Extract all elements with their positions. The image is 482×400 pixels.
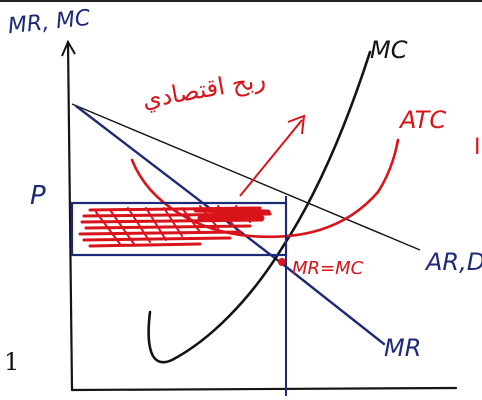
- edge-mark-right: I: [474, 135, 481, 160]
- mc-curve: [147, 50, 372, 364]
- profit-hatching: [78, 205, 272, 248]
- mr-eq-mc-label: MR=MC: [292, 258, 364, 279]
- edge-mark-left: 1: [4, 348, 19, 376]
- y-axis-arrowhead: [61, 39, 76, 57]
- mc-label: MC: [370, 36, 408, 64]
- ar-d-label: AR,D: [424, 248, 482, 276]
- mr-label: MR: [384, 334, 421, 362]
- atc-label: ATC: [398, 106, 446, 134]
- arabic-note-label: ربح اقتصادي: [140, 65, 267, 114]
- profit-arrowhead: [287, 114, 306, 135]
- y-axis-label: MR, MC: [7, 6, 92, 40]
- y-axis: [66, 40, 74, 392]
- demand-ar-curve: [71, 103, 421, 251]
- x-axis: [70, 386, 458, 392]
- price-label: P: [30, 181, 46, 211]
- profit-arrow: [239, 119, 303, 197]
- mr-mc-intersection-dot: [278, 258, 286, 266]
